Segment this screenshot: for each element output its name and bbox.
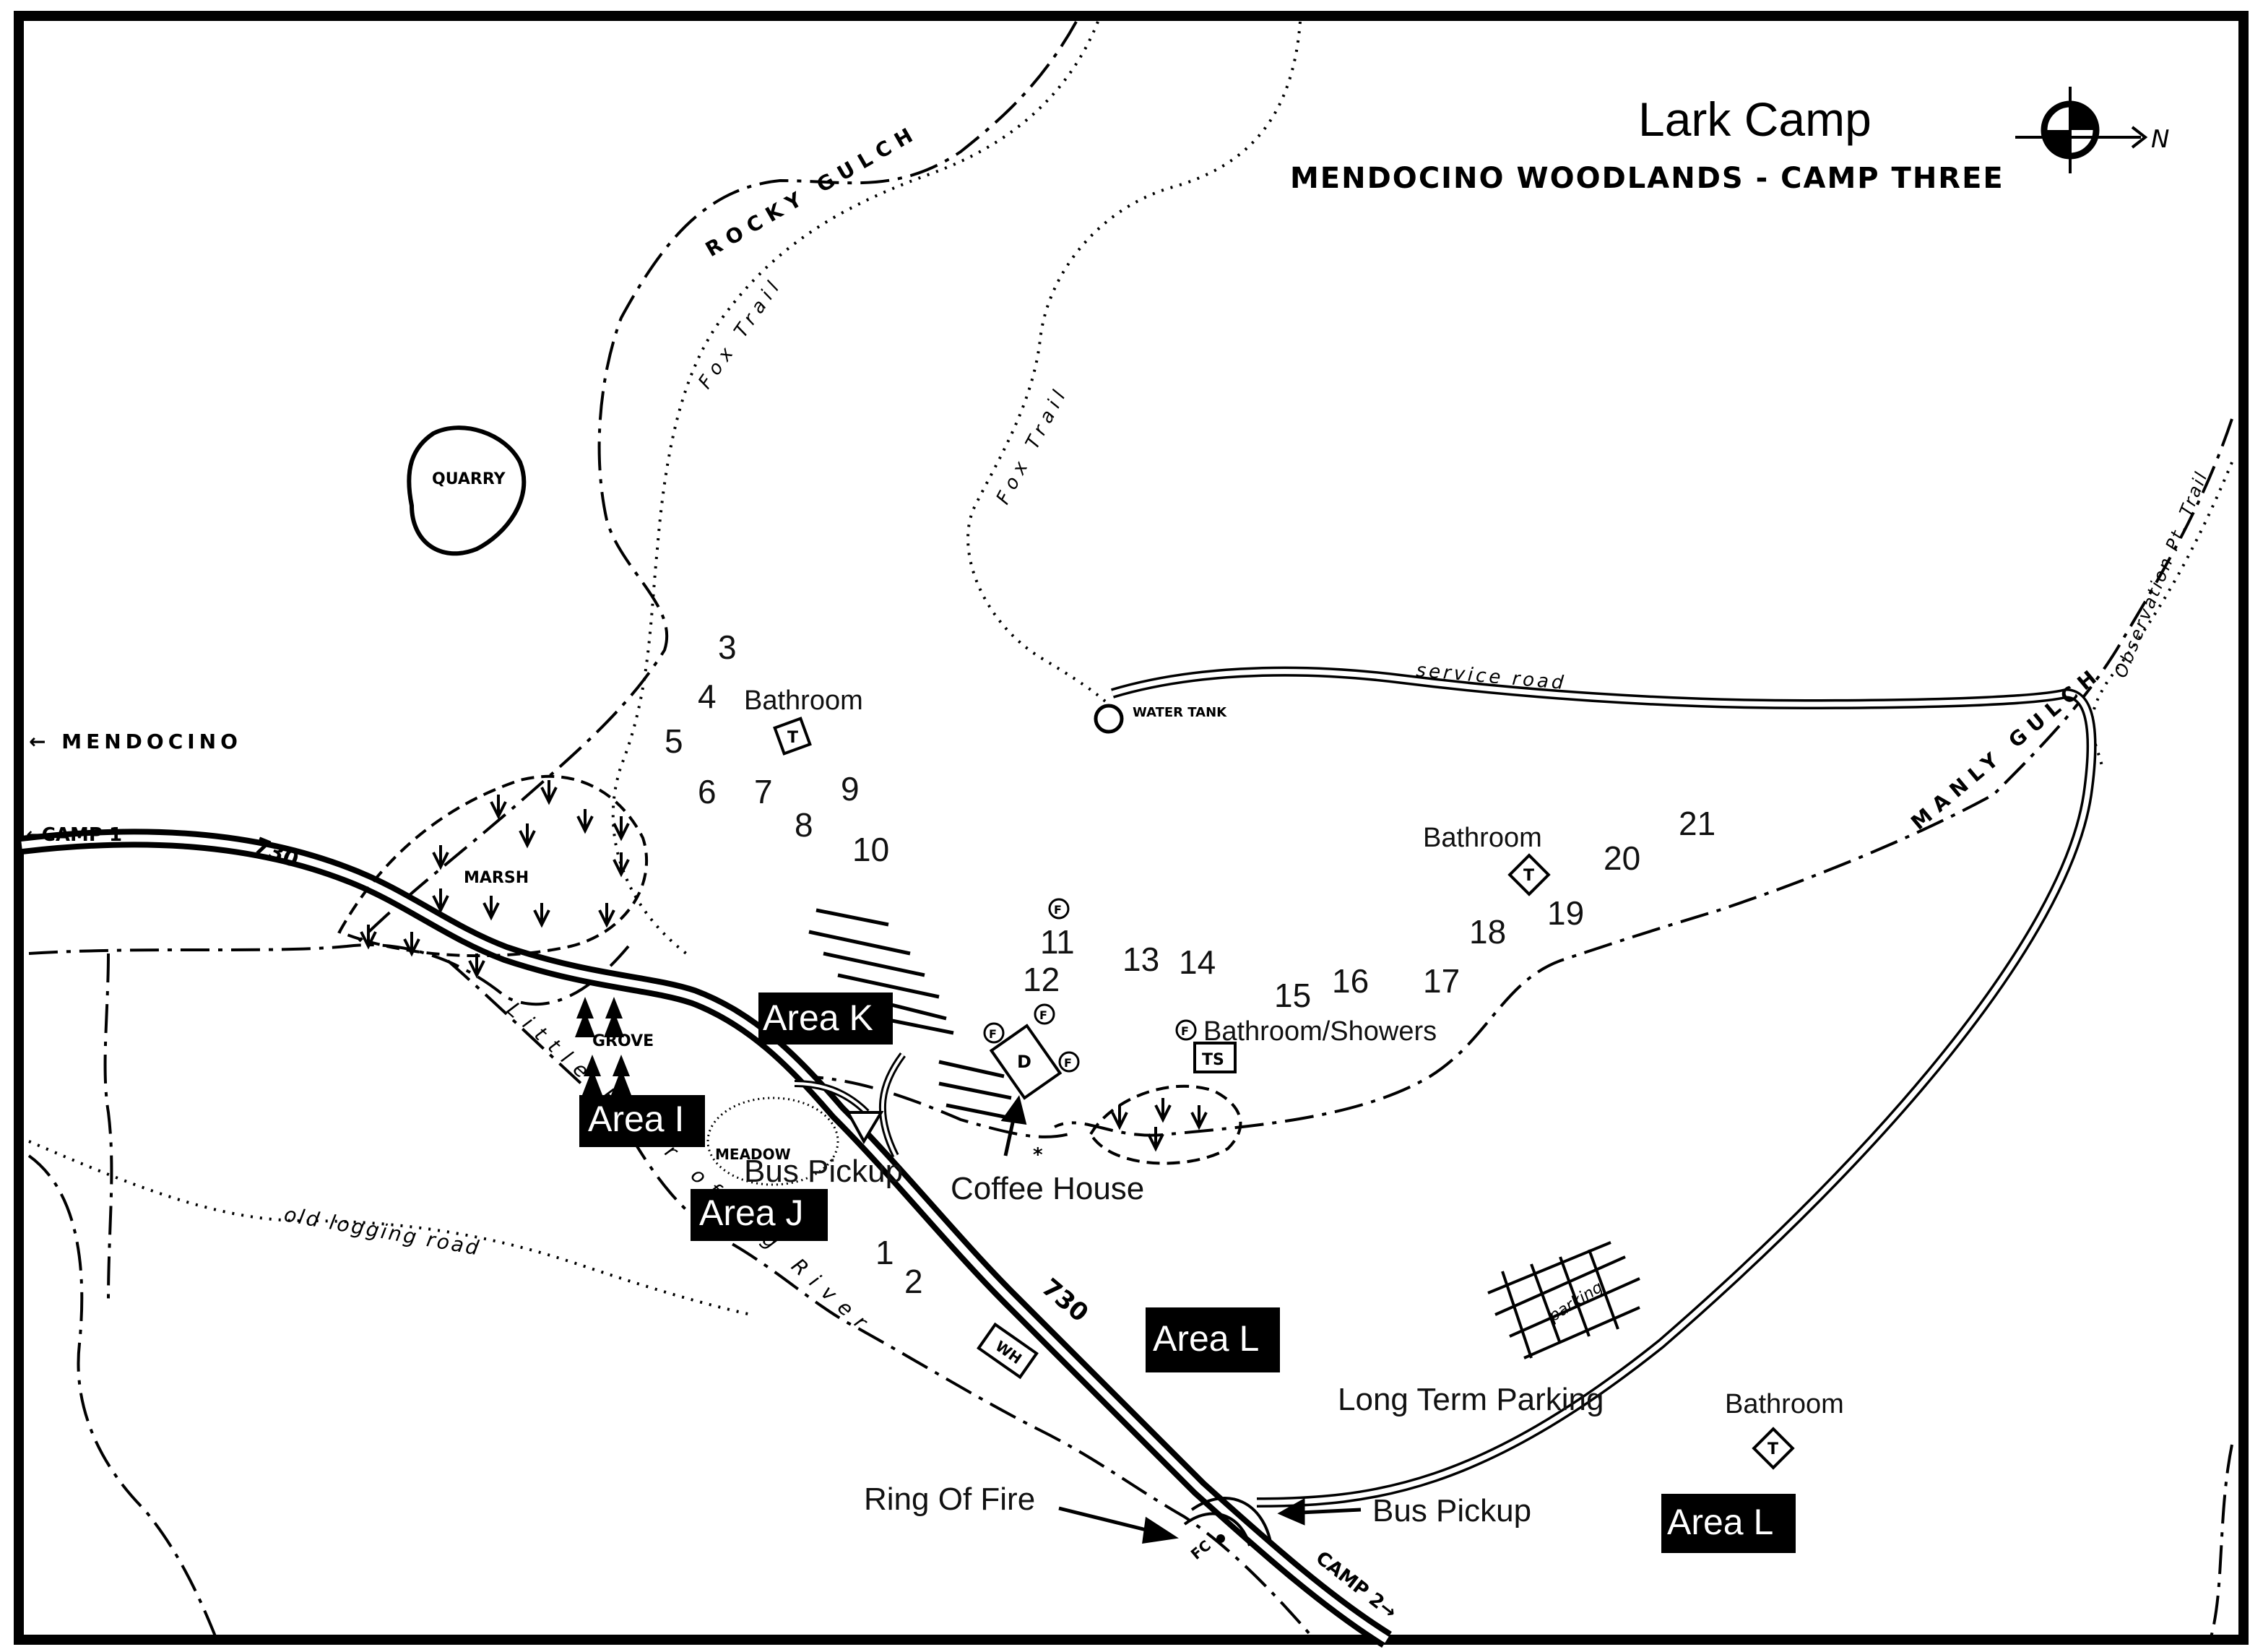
direction-mendocino: ← MENDOCINO: [29, 730, 242, 753]
site-15: 15: [1274, 977, 1311, 1014]
svg-text:T: T: [787, 729, 798, 747]
parking-lot: [1487, 1241, 1640, 1359]
site-5: 5: [665, 722, 683, 760]
long-term-parking-label: Long Term Parking: [1338, 1382, 1604, 1417]
map-border: [14, 11, 2249, 1645]
svg-text:D: D: [1017, 1052, 1031, 1072]
site-11: 11: [1040, 923, 1075, 961]
marsh-label: MARSH: [464, 869, 529, 887]
quarry: [407, 425, 527, 556]
svg-text:F: F: [1064, 1056, 1072, 1070]
bus-pickup-label-2: Bus Pickup: [1372, 1493, 1531, 1528]
marsh-right: [1089, 1084, 1242, 1165]
compass-north-icon: N: [2015, 87, 2169, 173]
site-21: 21: [1679, 805, 1715, 842]
toilet-symbol-3: T: [1752, 1427, 1795, 1470]
site-4: 4: [698, 678, 717, 715]
site-20: 20: [1604, 839, 1640, 877]
bathroom-showers-label: Bathroom/Showers: [1203, 1016, 1437, 1047]
svg-text:Area L: Area L: [1153, 1318, 1259, 1359]
site-2: 2: [904, 1263, 923, 1300]
site-19: 19: [1547, 894, 1584, 932]
svg-text:Area L: Area L: [1667, 1502, 1773, 1542]
campsite-numbers: 1 2 3 4 5 6 7 8 9 10 11 12 13 14 15 16 1…: [665, 628, 1715, 1300]
area-i-badge: Area I: [579, 1095, 705, 1147]
svg-text:T: T: [1767, 1440, 1778, 1458]
grove-trees: [575, 997, 631, 1095]
bathroom-label-1: Bathroom: [744, 686, 863, 716]
area-l-badge-1: Area L: [1146, 1307, 1280, 1372]
grove-label: GROVE: [592, 1032, 654, 1050]
bathroom-label-3: Bathroom: [1725, 1389, 1844, 1419]
svg-text:Area I: Area I: [588, 1099, 684, 1139]
toilet-shower-symbol: TS: [1193, 1042, 1237, 1073]
toilet-symbol-1: T: [773, 717, 812, 756]
compass-north-label: N: [2151, 125, 2169, 154]
map-subtitle: MENDOCINO WOODLANDS - CAMP THREE: [1290, 162, 2004, 195]
site-9: 9: [841, 770, 860, 808]
site-10: 10: [852, 831, 889, 868]
annotation-labels: Bathroom Bathroom Bathroom Bathroom/Show…: [744, 686, 1844, 1528]
site-13: 13: [1122, 940, 1159, 978]
meadow: [706, 1097, 839, 1186]
rocky-gulch-creek: [352, 21, 1078, 948]
area-j-badge: Area J: [691, 1189, 828, 1241]
site-1: 1: [875, 1234, 894, 1271]
ring-of-fire-label: Ring Of Fire: [864, 1482, 1035, 1517]
map-title: Lark Camp: [1638, 92, 1872, 146]
gulch-top-edge: [794, 1075, 1070, 1138]
annotation-arrows: [1000, 1095, 1362, 1544]
site-14: 14: [1179, 943, 1216, 981]
svg-text:Area J: Area J: [699, 1193, 804, 1233]
svg-text:F: F: [989, 1027, 997, 1041]
site-17: 17: [1423, 962, 1460, 1000]
water-tank-label: WATER TANK: [1133, 705, 1227, 720]
coffee-house-label: Coffee House: [951, 1171, 1144, 1206]
bathroom-label-2: Bathroom: [1423, 823, 1542, 853]
toilet-symbol-2: T: [1507, 853, 1551, 896]
observation-trail: [2090, 462, 2233, 766]
gulch-lower: [27, 1154, 218, 1640]
site-18: 18: [1469, 913, 1506, 951]
old-logging-road: [28, 1140, 752, 1316]
site-6: 6: [698, 773, 717, 810]
svg-text:F: F: [1039, 1008, 1047, 1022]
svg-text:T: T: [1523, 867, 1534, 885]
fireplace-symbols: F F F F F: [983, 898, 1197, 1073]
bus-pickup-label-1: Bus Pickup: [744, 1154, 903, 1189]
site-8: 8: [795, 806, 813, 844]
water-tank: [1094, 704, 1124, 734]
marsh-grass: [360, 780, 630, 979]
fox-trail-upper: [611, 21, 1099, 955]
direction-camp1: ←CAMP 1: [26, 824, 122, 846]
junction-triangle: [845, 1111, 884, 1145]
site-16: 16: [1332, 962, 1369, 1000]
manly-gulch-creek: [1054, 418, 2233, 1137]
site-3: 3: [718, 628, 737, 666]
quarry-label: QUARRY: [432, 470, 506, 488]
workshop-symbol: WH: [977, 1322, 1039, 1380]
svg-text:F: F: [1054, 903, 1062, 917]
gulch-left-branch: [103, 953, 113, 1301]
marsh-right-grass: [1111, 1098, 1208, 1152]
marsh: [337, 774, 649, 958]
gulch-lower-right: [2209, 1444, 2233, 1640]
site-12: 12: [1023, 961, 1060, 998]
svg-text:Area K: Area K: [763, 998, 873, 1038]
site-7: 7: [754, 773, 773, 810]
area-l-badge-2: Area L: [1661, 1494, 1796, 1553]
area-k-badge: Area K: [758, 993, 893, 1045]
coffee-asterisk: *: [1033, 1144, 1043, 1166]
svg-text:F: F: [1181, 1024, 1189, 1038]
svg-text:TS: TS: [1202, 1051, 1224, 1069]
dining-hall-symbol: D: [989, 1024, 1063, 1100]
meadow-label: MEADOW: [715, 1146, 791, 1163]
